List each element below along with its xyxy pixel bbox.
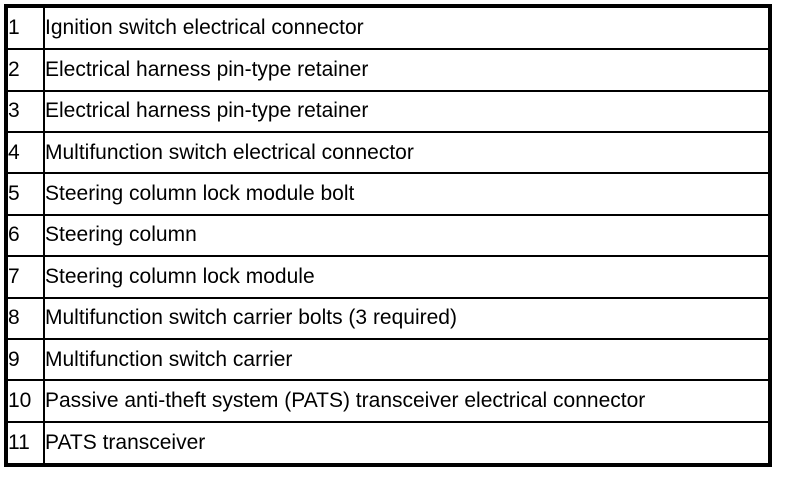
item-description-cell: Passive anti-theft system (PATS) transce… <box>44 379 768 422</box>
table-row: 9 Multifunction switch carrier <box>8 337 768 381</box>
item-number-cell: 6 <box>8 213 45 257</box>
table-row: 10 Passive anti-theft system (PATS) tran… <box>8 379 768 422</box>
item-description-cell: Steering column <box>44 213 768 257</box>
item-number-cell: 11 <box>8 420 45 463</box>
item-description-cell: Steering column lock module <box>44 255 768 298</box>
table-body: 1 Ignition switch electrical connector 2… <box>8 8 768 463</box>
table-row: 4 Multifunction switch electrical connec… <box>8 131 768 174</box>
table-row: 3 Electrical harness pin-type retainer <box>8 89 768 133</box>
item-description-cell: Multifunction switch carrier <box>44 337 768 381</box>
item-description-cell: PATS transceiver <box>44 420 768 463</box>
table-row: 11 PATS transceiver <box>8 420 768 463</box>
table-row: 2 Electrical harness pin-type retainer <box>8 48 768 91</box>
item-number-cell: 8 <box>8 296 45 339</box>
item-description-cell: Ignition switch electrical connector <box>44 8 768 50</box>
item-number-cell: 9 <box>8 337 45 381</box>
item-number-cell: 7 <box>8 255 45 298</box>
item-description-cell: Steering column lock module bolt <box>44 172 768 215</box>
item-number-cell: 10 <box>8 379 45 422</box>
item-description-cell: Multifunction switch electrical connecto… <box>44 131 768 174</box>
item-number-cell: 4 <box>8 131 45 174</box>
item-description-cell: Electrical harness pin-type retainer <box>44 48 768 91</box>
item-number-cell: 3 <box>8 89 45 133</box>
item-description-cell: Multifunction switch carrier bolts (3 re… <box>44 296 768 339</box>
parts-legend-table-container: 1 Ignition switch electrical connector 2… <box>4 4 772 467</box>
item-number-cell: 1 <box>8 8 45 50</box>
table-row: 5 Steering column lock module bolt <box>8 172 768 215</box>
table-row: 6 Steering column <box>8 213 768 257</box>
table-row: 7 Steering column lock module <box>8 255 768 298</box>
item-description-cell: Electrical harness pin-type retainer <box>44 89 768 133</box>
item-number-cell: 2 <box>8 48 45 91</box>
parts-legend-table: 1 Ignition switch electrical connector 2… <box>8 8 768 463</box>
item-number-cell: 5 <box>8 172 45 215</box>
table-row: 8 Multifunction switch carrier bolts (3 … <box>8 296 768 339</box>
table-row: 1 Ignition switch electrical connector <box>8 8 768 50</box>
